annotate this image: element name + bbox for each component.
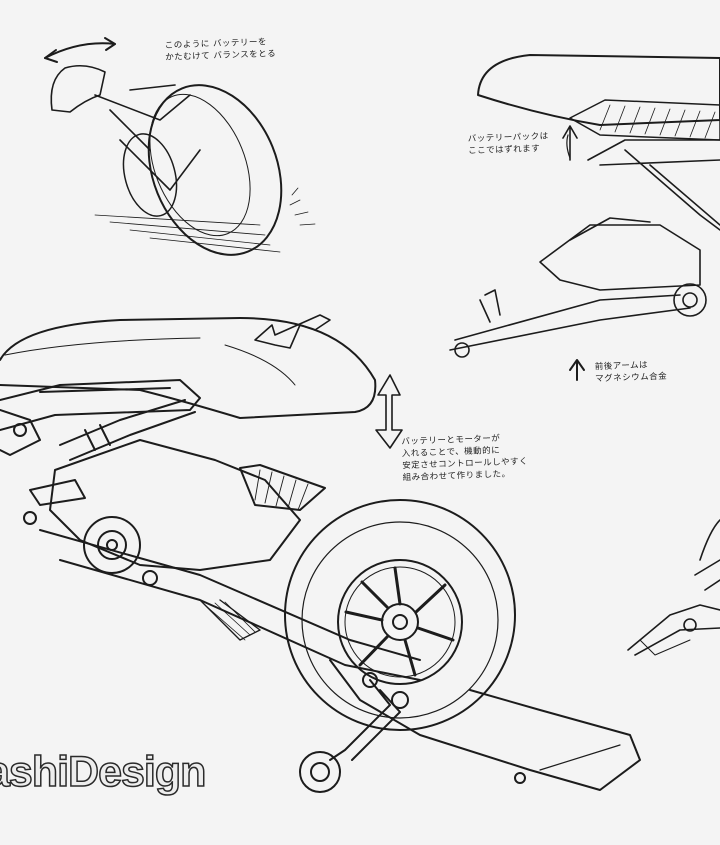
partial-front-sketch — [627, 519, 720, 656]
brand-watermark: ashiDesign — [0, 747, 207, 797]
note-battery-removal: バッテリーパックは ここではずれます — [467, 131, 549, 157]
battery-pack-sketch — [449, 54, 720, 381]
leaning-bike-sketch — [44, 37, 316, 256]
main-bike-sketch — [0, 314, 641, 793]
note-battery-balance: このように バッテリーを かたむけて バランスをとる — [164, 37, 277, 63]
note-motor-battery: バッテリーとモーターが 入れることで、機動的に 安定させコントロールしやすく 組… — [401, 433, 529, 484]
note-arm-material: 前後アームは マグネシウム合金 — [594, 360, 668, 385]
